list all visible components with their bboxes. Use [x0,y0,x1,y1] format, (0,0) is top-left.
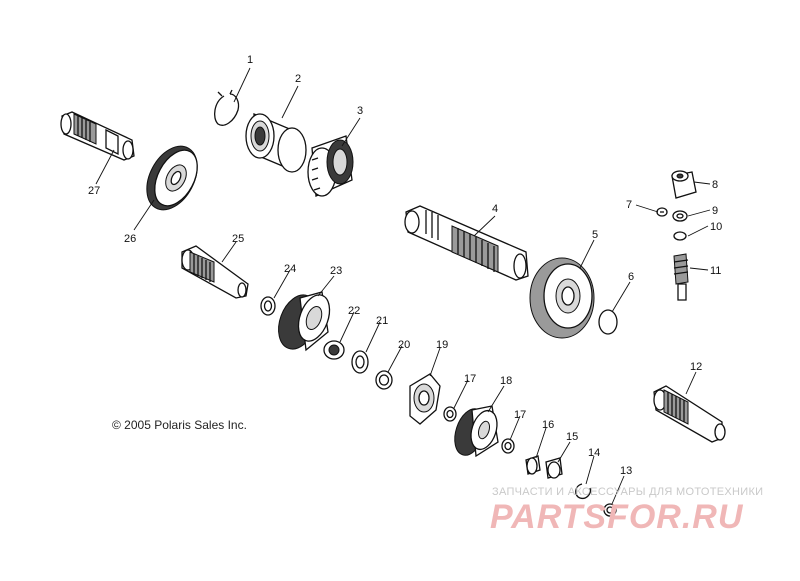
watermark-logo: PARTSFOR.RU [490,498,744,536]
part-2-bearing[interactable] [245,113,307,173]
watermark-subtitle: ЗАПЧАСТИ И АКСЕССУАРЫ ДЛЯ МОТОТЕХНИКИ [492,486,764,498]
callout-8: 8 [712,179,718,191]
callout-9: 9 [712,205,718,217]
copyright-notice: © 2005 Polaris Sales Inc. [112,418,247,432]
part-6-o-ring[interactable] [598,309,618,335]
part-27-shaft[interactable] [60,111,135,161]
callout-1: 1 [247,54,253,66]
callout-20: 20 [398,339,410,351]
callout-23: 23 [330,265,342,277]
callout-labels: 1 2 3 4 5 6 7 8 9 10 11 12 13 14 15 16 1… [88,54,722,477]
part-5-gear[interactable] [529,257,595,339]
part-15-bushing[interactable] [545,457,563,479]
callout-18: 18 [500,375,512,387]
callout-4: 4 [492,203,498,215]
callout-5: 5 [592,229,598,241]
part-8-housing[interactable] [671,170,697,199]
callout-21: 21 [376,315,388,327]
part-7-screw[interactable] [656,207,668,217]
part-3-bearing[interactable] [307,135,354,197]
callout-14: 14 [588,447,600,459]
callout-10: 10 [710,221,722,233]
callout-25: 25 [232,233,244,245]
part-22-bushing[interactable] [323,340,345,360]
part-25-shaft[interactable] [181,245,249,299]
part-17-washer-lower[interactable] [501,438,515,454]
part-14-circlip[interactable] [575,483,592,500]
callout-27: 27 [88,185,100,197]
callout-2: 2 [295,73,301,85]
callout-7: 7 [626,199,632,211]
part-23-gear[interactable] [272,290,336,355]
callout-17-lower: 17 [514,409,526,421]
callout-26: 26 [124,233,136,245]
part-19-dog-clutch[interactable] [409,373,441,425]
callout-17-upper: 17 [464,373,476,385]
part-17-washer-upper[interactable] [443,406,457,422]
callout-11: 11 [710,265,721,277]
callout-24: 24 [284,263,296,275]
callout-22: 22 [348,305,360,317]
part-20-ring[interactable] [375,370,393,390]
leader-lines [95,67,711,505]
callout-3: 3 [357,105,363,117]
part-13-washer[interactable] [603,503,617,517]
part-26-gear[interactable] [137,138,208,219]
callout-15: 15 [566,431,578,443]
part-18-gear[interactable] [449,405,501,459]
callout-12: 12 [690,361,702,373]
part-24-washer[interactable] [260,296,276,316]
part-1-snap-ring[interactable] [213,89,240,126]
callout-16: 16 [542,419,554,431]
part-12-shaft[interactable] [653,385,726,443]
callout-6: 6 [628,271,634,283]
callout-13: 13 [620,465,632,477]
callout-19: 19 [436,339,448,351]
part-16-bearing[interactable] [525,455,541,475]
part-9-washer[interactable] [672,210,688,222]
part-21-washer[interactable] [351,350,369,374]
part-11-drive-gear[interactable] [673,253,689,301]
part-4-main-shaft[interactable] [404,205,529,281]
part-10-o-ring[interactable] [673,231,687,241]
